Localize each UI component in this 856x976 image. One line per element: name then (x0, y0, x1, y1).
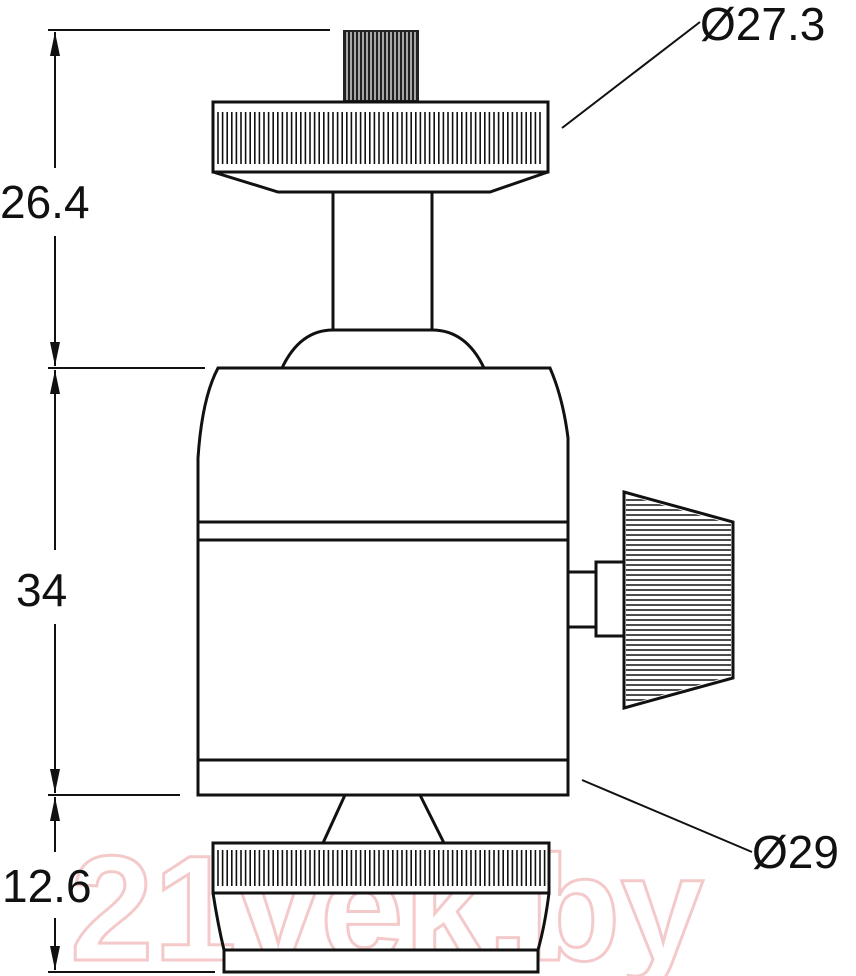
mounting-screw (343, 30, 419, 102)
dimension-top-diameter: Ø27.3 (700, 0, 825, 50)
dimension-body-height: 34 (16, 564, 67, 616)
base-plate (211, 841, 551, 974)
dimension-base-height: 12.6 (2, 860, 92, 912)
top-diameter-leader (561, 21, 701, 129)
body-diameter-leader (581, 779, 753, 853)
base-stem (321, 794, 446, 844)
dimension-top-height: 26.4 (0, 176, 90, 228)
dimension-body-diameter: Ø29 (752, 826, 839, 878)
ball-head-body (196, 366, 570, 797)
ball-neck (280, 192, 486, 369)
top-plate (211, 100, 550, 194)
locking-knob (566, 490, 735, 710)
dimension-arrows (50, 32, 60, 970)
